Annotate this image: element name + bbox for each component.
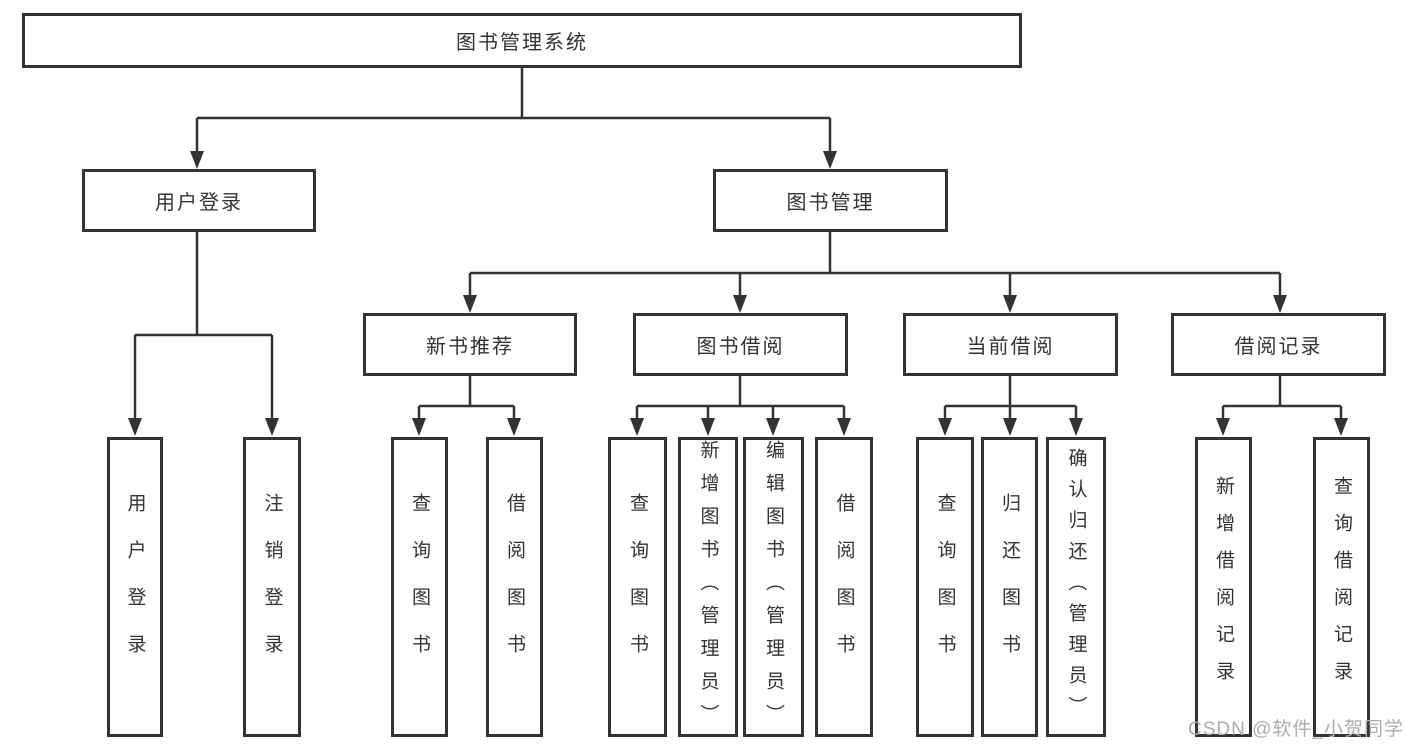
- leaf-add-borrow-record: 新增借阅记录: [1195, 437, 1252, 737]
- leaf-borrow-books-1: 借阅图书: [486, 437, 543, 737]
- node-new-book-recommend: 新书推荐: [363, 313, 577, 376]
- leaf-user-login: 用户登录: [107, 437, 163, 737]
- node-book-borrow: 图书借阅: [633, 313, 848, 376]
- leaf-add-book-admin: 新增图书（管理员）: [678, 437, 738, 737]
- leaf-search-books-1: 查询图书: [391, 437, 448, 737]
- leaf-return-book: 归还图书: [981, 437, 1038, 737]
- leaf-search-books-2: 查询图书: [608, 437, 667, 737]
- watermark-text: CSDN @软件_小贺同学: [1188, 719, 1404, 740]
- node-library-system: 图书管理系统: [22, 13, 1022, 68]
- leaf-edit-book-admin: 编辑图书（管理员）: [743, 437, 804, 737]
- leaf-search-books-3: 查询图书: [916, 437, 974, 737]
- leaf-borrow-books-2: 借阅图书: [815, 437, 873, 737]
- node-book-management: 图书管理: [713, 169, 948, 232]
- leaf-confirm-return-admin: 确认归还（管理员）: [1046, 437, 1106, 737]
- node-borrow-record: 借阅记录: [1171, 313, 1386, 376]
- leaf-search-borrow-record: 查询借阅记录: [1313, 437, 1370, 737]
- leaf-logout-login: 注销登录: [243, 437, 301, 737]
- node-current-borrow: 当前借阅: [903, 313, 1118, 376]
- arrowheads: [128, 151, 1348, 436]
- node-user-login: 用户登录: [82, 169, 316, 232]
